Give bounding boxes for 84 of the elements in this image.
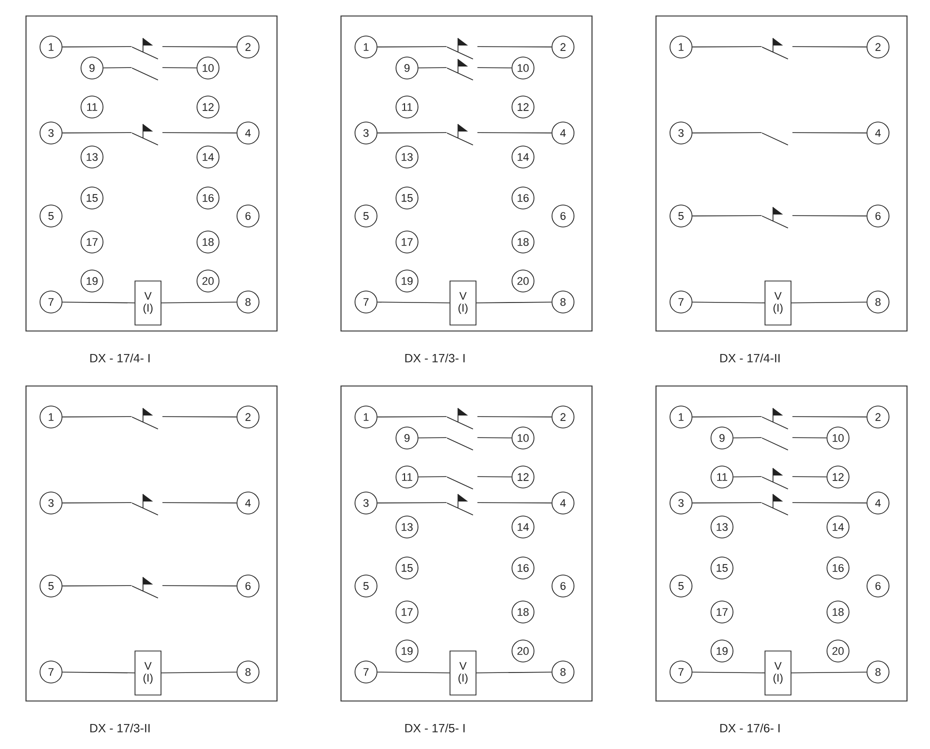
wire [792, 46, 867, 48]
contact-blade [762, 494, 788, 516]
wire [477, 46, 552, 48]
wire [477, 437, 512, 438]
wire [792, 476, 827, 478]
wire [692, 502, 762, 504]
contact-blade [762, 132, 788, 146]
coil-box: V (I) [450, 650, 476, 696]
wire [791, 672, 867, 674]
wire [162, 67, 197, 68]
contact-blade [132, 68, 158, 80]
wire [733, 437, 762, 438]
wire [62, 502, 132, 504]
wire [103, 67, 132, 68]
wire [418, 437, 447, 438]
wire [377, 132, 447, 134]
coil-box: V (I) [134, 650, 162, 696]
contact-blade [762, 438, 788, 450]
wire [162, 416, 237, 418]
wire [477, 416, 552, 418]
coil-box: V (I) [764, 650, 792, 696]
wire [377, 416, 447, 418]
wire [477, 476, 512, 478]
wire [477, 502, 552, 504]
wire [792, 215, 867, 216]
contact-blade [446, 476, 474, 490]
wire [792, 416, 867, 418]
wire [162, 585, 237, 586]
coil-box: V (I) [450, 280, 476, 326]
contact-blade [446, 38, 474, 60]
contact-blade [446, 124, 474, 146]
wire [692, 416, 762, 418]
wire [62, 46, 132, 48]
wire [792, 437, 827, 438]
type-caption: DX - 17/4- I [90, 354, 150, 362]
contact-blade [762, 38, 788, 60]
wire [418, 476, 447, 478]
coil-box: V (I) [134, 280, 162, 326]
type-caption: DX - 17/6- I [720, 724, 780, 732]
contact-blade [132, 38, 158, 60]
wire [162, 502, 237, 504]
wire [62, 302, 135, 304]
contact-blade [446, 494, 474, 516]
wire [62, 416, 132, 418]
wire [477, 67, 512, 68]
wire [377, 46, 447, 48]
type-caption: DX - 17/4-II [720, 354, 780, 362]
contact-blade [446, 58, 474, 80]
contact-blade [762, 468, 788, 490]
contact-blade [132, 408, 158, 430]
coil-box: V (I) [764, 280, 792, 326]
contact-blade [762, 206, 788, 228]
wire [791, 302, 867, 304]
contact-blade [762, 408, 788, 430]
wire [733, 476, 762, 478]
wire [692, 672, 765, 674]
contact-blade [132, 576, 158, 598]
contact-blade [132, 124, 158, 146]
wire [418, 67, 447, 68]
type-caption: DX - 17/3- I [405, 354, 465, 362]
wire [62, 132, 132, 134]
wire [792, 132, 867, 134]
contact-blade [446, 408, 474, 430]
wire [692, 132, 762, 134]
wire [477, 132, 552, 134]
wire [692, 215, 762, 216]
wire [692, 302, 765, 304]
contact-blade [132, 494, 158, 516]
wire [62, 585, 132, 586]
wire [161, 302, 237, 304]
wire [692, 46, 762, 48]
wire [377, 502, 447, 504]
wire [792, 502, 867, 504]
contact-blade [446, 438, 474, 450]
wire [377, 672, 450, 674]
wire [161, 672, 237, 674]
wire [62, 672, 135, 674]
wire [162, 46, 237, 48]
type-caption: DX - 17/3-II [90, 724, 150, 732]
wire [377, 302, 450, 304]
type-caption: DX - 17/5- I [405, 724, 465, 732]
wire [476, 302, 552, 304]
wire [476, 672, 552, 674]
wire [162, 132, 237, 134]
